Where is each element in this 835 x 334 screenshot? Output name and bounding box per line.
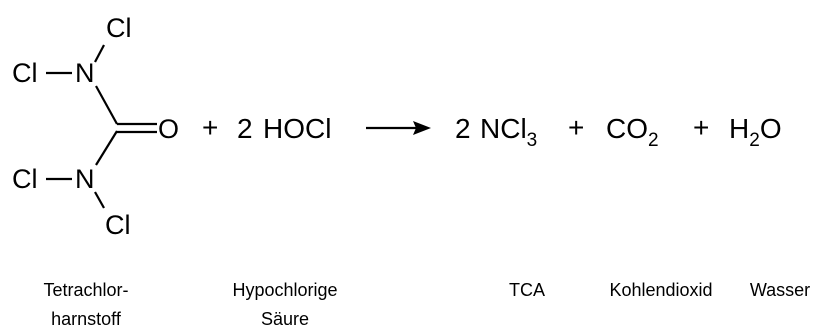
atom-o: O xyxy=(158,114,179,144)
label-tca: TCA xyxy=(509,280,545,300)
label-tetrachlor-line2: harnstoff xyxy=(51,309,121,329)
bond-c-n-lower xyxy=(95,130,118,166)
plus-sign-3: + xyxy=(693,112,709,143)
plus-sign-1: + xyxy=(202,112,218,143)
label-tetrachlor-line1: Tetrachlor- xyxy=(43,280,129,300)
product-ncl3-coefficient: 2 xyxy=(455,113,471,144)
label-tetrachlorharnstoff: Tetrachlor- harnstoff xyxy=(30,276,142,334)
atom-cl-bottom: Cl xyxy=(105,210,131,240)
atom-n-upper: N xyxy=(75,58,95,88)
atom-n-lower: N xyxy=(75,164,95,194)
product-h2o: H2O xyxy=(729,113,782,151)
reactant-hocl: HOCl xyxy=(263,113,331,144)
reactant-coefficient: 2 xyxy=(237,113,253,144)
atom-cl-lower-left: Cl xyxy=(12,164,38,194)
atom-cl-top: Cl xyxy=(106,13,132,43)
atom-cl-upper-left: Cl xyxy=(12,58,38,88)
plus-sign-2: + xyxy=(568,112,584,143)
label-wasser: Wasser xyxy=(749,280,811,300)
label-hypochlorige-line2: Säure xyxy=(260,309,310,329)
label-kohlendioxid: Kohlendioxid xyxy=(609,280,713,300)
bond-n-c-upper xyxy=(95,85,118,125)
bond-n-cl-top xyxy=(94,44,105,63)
product-co2: CO2 xyxy=(606,113,659,151)
bond-n-cl-bottom xyxy=(94,191,105,209)
product-ncl3: NCl3 xyxy=(480,113,537,151)
tetrachlorourea-structure: Cl Cl N O Cl N Cl xyxy=(12,13,179,240)
label-hypochlorige-saeure: Hypochlorige Säure xyxy=(220,276,350,334)
label-hypochlorige-line1: Hypochlorige xyxy=(232,280,338,300)
reaction-arrow xyxy=(366,121,431,135)
